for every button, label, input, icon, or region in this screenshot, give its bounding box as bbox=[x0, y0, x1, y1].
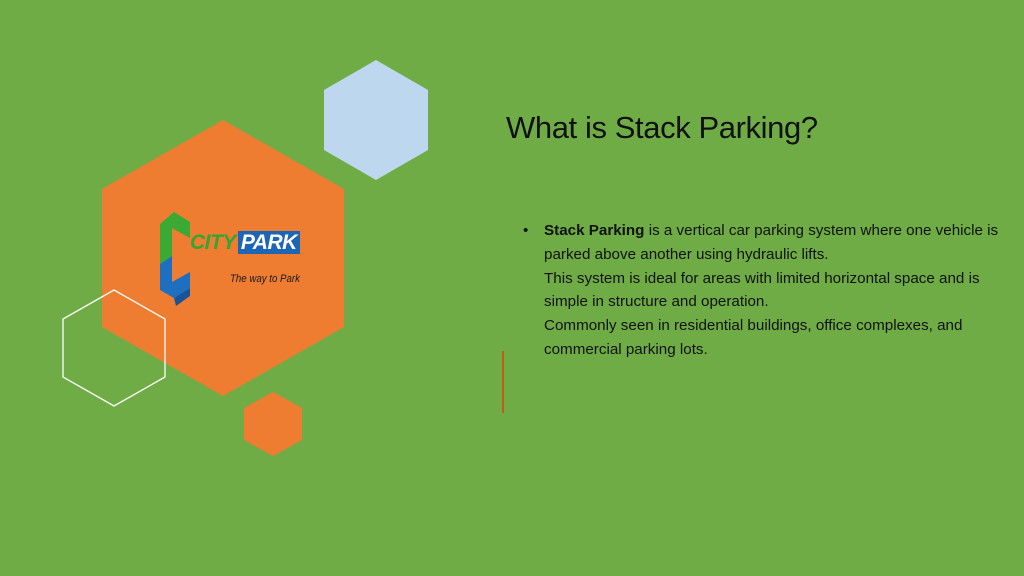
c-logo-icon bbox=[160, 212, 190, 306]
bullet-paragraph: Stack Parking is a vertical car parking … bbox=[544, 219, 1013, 362]
body-line-2: This system is ideal for areas with limi… bbox=[544, 269, 980, 311]
c-logo-blue-dark bbox=[174, 288, 190, 306]
light-blue-hexagon-shape bbox=[324, 60, 428, 180]
body-line-1: is a vertical car parking system where o… bbox=[544, 222, 999, 263]
large-orange-hexagon-shape bbox=[102, 120, 344, 396]
small-orange-hexagon-shape bbox=[244, 392, 302, 456]
small-orange-hexagon bbox=[244, 392, 302, 456]
logo-tagline: The way to Park bbox=[230, 273, 300, 285]
logo-park-text: PARK bbox=[237, 231, 300, 254]
white-outline-hexagon-shape bbox=[62, 289, 166, 407]
c-logo-blue bbox=[160, 256, 190, 298]
body-line-3: Commonly seen in residential buildings, … bbox=[544, 317, 963, 358]
bullet-marker: • bbox=[523, 222, 529, 239]
slide-body: • Stack Parking is a vertical car parkin… bbox=[523, 219, 1013, 362]
term-stack-parking: Stack Parking bbox=[544, 222, 645, 239]
white-outline-hexagon bbox=[62, 289, 166, 407]
large-orange-hexagon bbox=[102, 120, 344, 396]
light-blue-hexagon bbox=[324, 60, 428, 180]
slide-title: What is Stack Parking? bbox=[506, 110, 818, 145]
logo-city-text: CITY bbox=[190, 231, 236, 254]
accent-line bbox=[502, 351, 504, 413]
c-logo-green bbox=[160, 212, 190, 264]
